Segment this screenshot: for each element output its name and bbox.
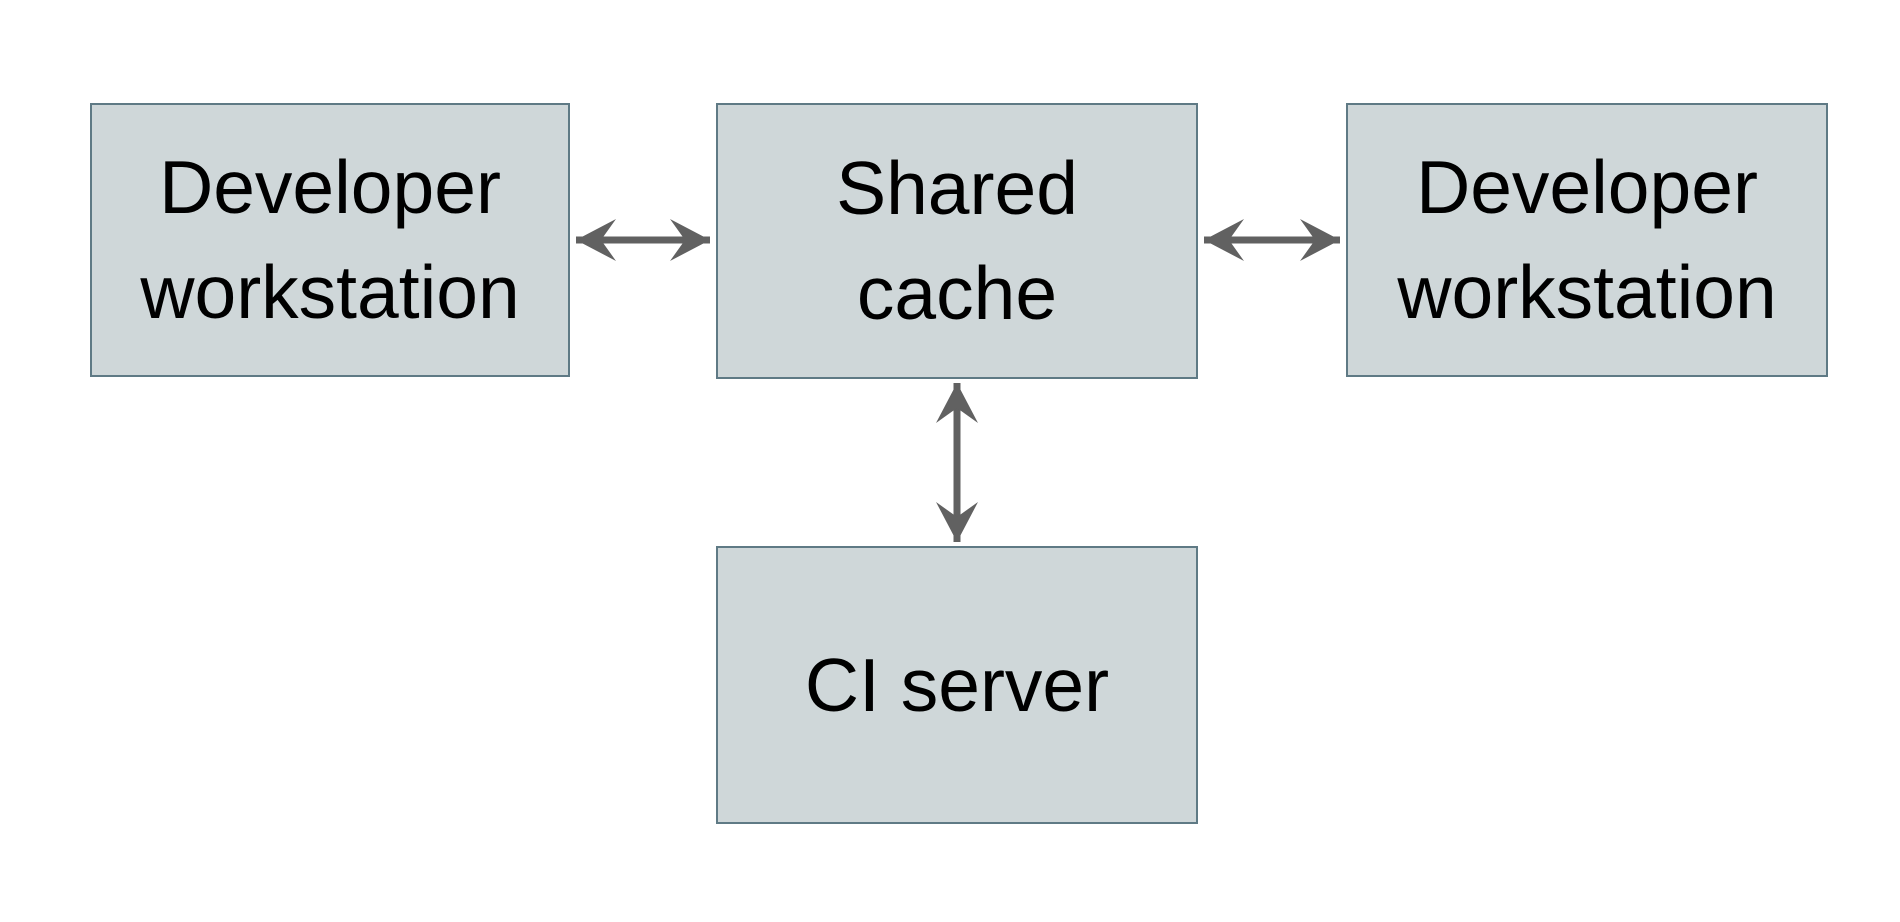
node-label: Developer workstation [140,145,520,334]
node-label: Shared cache [836,146,1078,335]
node-developer-workstation-right: Developer workstation [1346,103,1828,377]
node-ci-server: CI server [716,546,1198,824]
node-developer-workstation-left: Developer workstation [90,103,570,377]
node-label: CI server [804,642,1110,727]
node-label: Developer workstation [1397,145,1777,334]
node-shared-cache: Shared cache [716,103,1198,379]
